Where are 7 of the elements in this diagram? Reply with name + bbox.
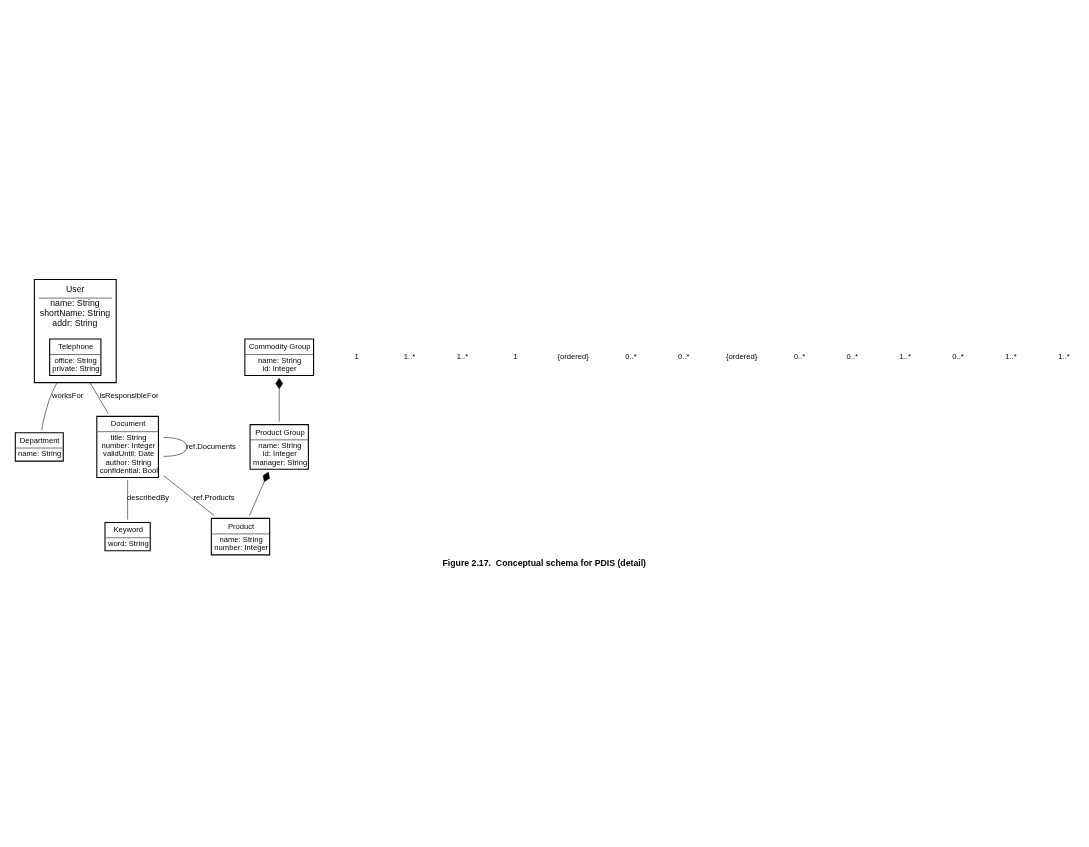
caption: Figure 2.17. Conceptual schema for PDIS (detail): [442, 558, 647, 569]
connector: [249, 471, 270, 516]
connector: [89, 382, 109, 414]
connector: [163, 475, 215, 516]
connector: [127, 479, 128, 520]
connector: [275, 378, 283, 422]
connector: [41, 382, 58, 431]
